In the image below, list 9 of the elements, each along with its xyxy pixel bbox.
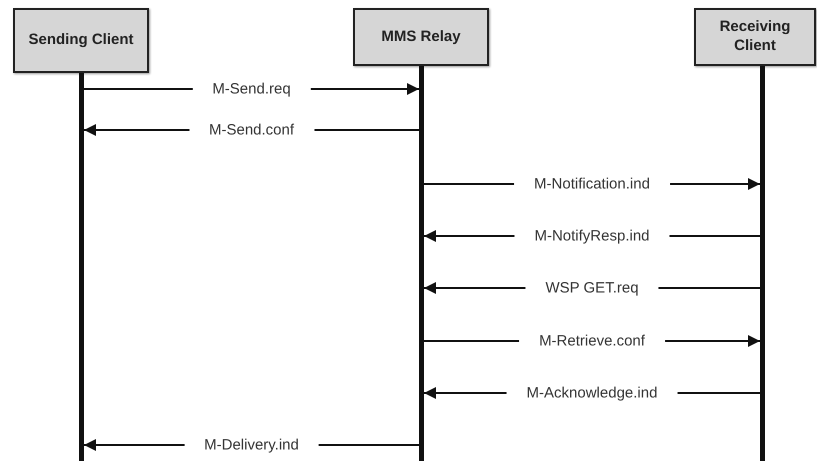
participant-box — [694, 8, 816, 66]
lifeline — [419, 66, 424, 461]
participant-name: MMS Relay — [380, 28, 462, 46]
participant-name: Sending Client — [28, 31, 134, 50]
participant-box — [353, 8, 489, 66]
participant-box — [13, 8, 149, 73]
lifeline — [79, 73, 84, 461]
lifeline — [760, 66, 765, 461]
participant-name: Receiving Client — [718, 18, 792, 56]
